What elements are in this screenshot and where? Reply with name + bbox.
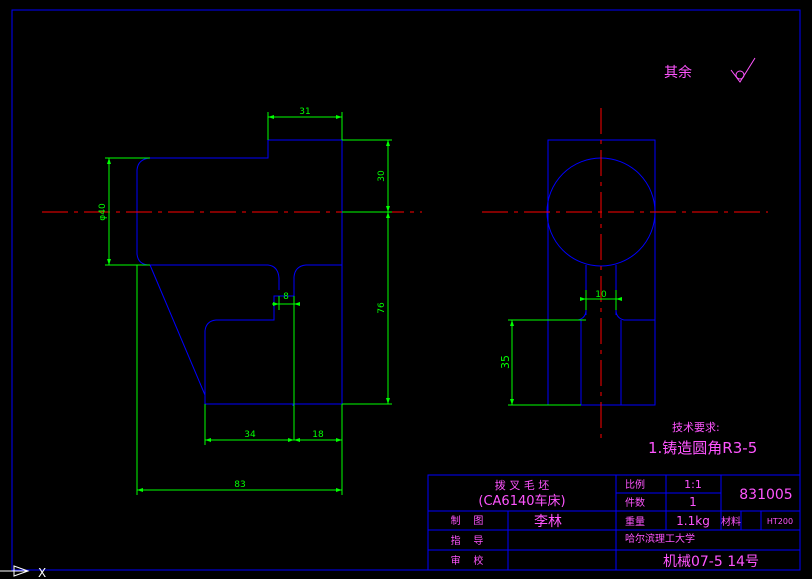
tech-req-title: 技术要求: [672,421,720,434]
surface-finish-label: 其余 [664,64,692,81]
dim-10: 10 [595,290,607,300]
tb-material-label: 材料 [721,515,741,528]
tech-req-item1: 1.铸造圆角R3-5 [648,439,757,457]
dim-35: 35 [499,355,512,369]
tb-made-by-name: 李林 [534,514,562,530]
tb-count-value: 1 [689,495,697,509]
dim-83: 83 [234,480,245,490]
tb-class-info: 机械07-5 14号 [663,554,759,570]
front-view-bottom [205,265,343,405]
dim-76: 76 [377,302,387,314]
tb-weight-value: 1.1kg [676,514,710,528]
tb-count-label: 件数 [625,496,645,509]
ucs-x-label: X [38,566,46,579]
tb-material-value: HT200 [767,517,793,526]
dim-8: 8 [283,292,289,302]
side-dimension-arrows [510,297,622,405]
tb-drawing-no: 831005 [739,487,792,503]
front-dimension-arrows [107,115,390,492]
tb-part-name: 拨 叉 毛 坯 [495,478,550,492]
front-dimensions [105,112,392,495]
title-block [427,474,801,571]
tb-part-model: (CA6140车床) [478,493,565,509]
tb-weight-label: 重量 [625,515,645,528]
dim-31: 31 [299,107,310,117]
side-dimensions [508,290,622,406]
dim-18: 18 [312,430,324,440]
tb-guide-label: 指 导 [451,534,484,547]
front-view [136,139,343,406]
roughness-check-icon [730,57,756,83]
drawing-border [11,9,801,571]
tb-university: 哈尔滨理工大学 [625,532,695,545]
dim-34: 34 [244,430,256,440]
front-view-rib [149,264,206,396]
dim-30: 30 [377,170,387,182]
tb-made-by-label: 制 图 [451,514,484,527]
tb-scale-label: 比例 [625,478,645,491]
front-view-boss [136,157,280,290]
tb-check-label: 审 校 [451,554,484,567]
tb-scale-value: 1:1 [684,478,702,491]
ucs-axis-icon [0,565,30,577]
dim-phi40: φ40 [98,203,108,221]
front-view-outline-top [150,139,343,406]
